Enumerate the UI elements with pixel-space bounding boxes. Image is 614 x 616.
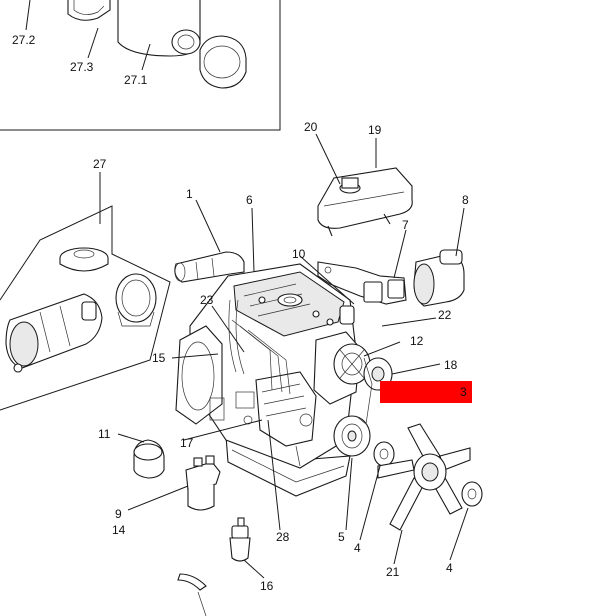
- callout-18: 18: [444, 358, 458, 372]
- inset-air-filter-parts: [67, 0, 247, 89]
- callout-15: 15: [152, 351, 166, 365]
- callout-17: 17: [180, 436, 194, 450]
- callout-12: 12: [410, 334, 424, 348]
- callout-27-2: 27.2: [12, 33, 36, 47]
- callout-27: 27: [93, 157, 107, 171]
- water-pump: [333, 415, 371, 457]
- starter-motor: [413, 249, 465, 307]
- callout-14: 14: [112, 523, 126, 537]
- callout-28: 28: [276, 530, 290, 544]
- v-belt: [355, 357, 373, 425]
- fuel-hose: [177, 573, 207, 616]
- oil-filter: [133, 439, 165, 479]
- callout-4-left: 4: [354, 541, 361, 555]
- callout-11: 11: [98, 427, 111, 441]
- cooling-fan: [377, 423, 471, 531]
- callout-22: 22: [438, 308, 452, 322]
- callout-9: 9: [115, 507, 122, 521]
- callout-3: 3: [460, 385, 467, 399]
- callout-16: 16: [260, 579, 274, 593]
- intake-hose: [174, 251, 245, 283]
- callout-6: 6: [246, 193, 253, 207]
- spacer-left: [373, 441, 395, 467]
- air-filter-assembly: [5, 247, 157, 373]
- callout-27-1: 27.1: [124, 73, 148, 87]
- callout-23: 23: [200, 293, 214, 307]
- engine-block: [175, 263, 361, 497]
- callout-1: 1: [186, 187, 193, 201]
- callout-labels: 27.2 27.3 27.1 20 19 27 1 6 8 7 10 23 22…: [12, 33, 469, 593]
- callout-19: 19: [368, 123, 382, 137]
- spacer-right: [461, 481, 483, 507]
- expansion-tank: [317, 167, 413, 237]
- callout-5: 5: [338, 530, 345, 544]
- callout-27-3: 27.3: [70, 60, 94, 74]
- exhaust-manifold: [317, 261, 407, 305]
- callout-7: 7: [402, 218, 409, 232]
- inset-frame-top: [0, 0, 281, 131]
- highlight-box-part-3: [380, 381, 472, 403]
- water-separator: [229, 517, 251, 562]
- inset-frame-air-filter: [0, 205, 171, 411]
- callout-20: 20: [304, 120, 318, 134]
- callout-8: 8: [462, 193, 469, 207]
- callout-4-right: 4: [446, 561, 453, 575]
- callout-21: 21: [386, 565, 400, 579]
- callout-10: 10: [292, 247, 306, 261]
- fuel-filter: [185, 455, 221, 511]
